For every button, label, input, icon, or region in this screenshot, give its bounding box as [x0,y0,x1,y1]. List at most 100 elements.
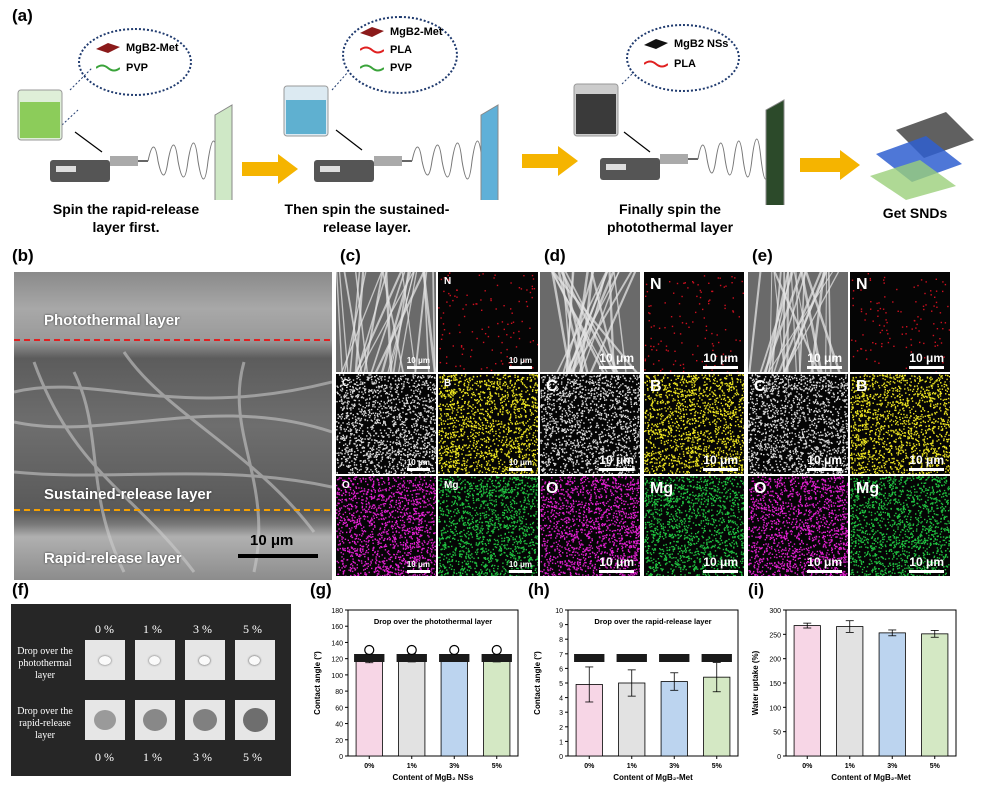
sem-scale-bar-label: 10 μm [250,532,294,549]
panel-label-d: (d) [544,246,566,265]
droplet-profile [449,644,460,656]
electrospinning-setup-3 [573,71,785,205]
droplet-substrate [701,654,732,662]
legend-label: MgB2 NSs [674,38,729,50]
x-tick-label: 0% [364,763,375,770]
x-axis-label: Content of MgB₂-Met [613,773,693,782]
y-axis-label: Water uptake (%) [751,650,760,715]
legend-item-pla: PLA [644,58,696,70]
panel-label-e: (e) [752,246,773,265]
y-tick-label: 250 [769,632,781,639]
eds-map-c: C 10 μm [540,374,640,474]
element-label: C [546,378,558,395]
element-label: Mg [856,480,880,497]
sem-cross-section-image: Photothermal layer Sustained-release lay… [14,272,332,580]
bar [483,659,511,757]
scale-bar: 10 μm [599,555,634,573]
sem-fiber-image: 10 μm [540,272,640,372]
sustained-release-layer-label: Sustained-release layer [44,486,212,503]
scale-bar: 10 μm [509,560,532,573]
caption-line: Finally spin the [619,201,721,217]
droplet-substrate [616,654,647,662]
legend-label: PVP [390,62,413,74]
legend-label: MgB2-Met [390,26,443,38]
droplet-substrate [396,654,427,662]
y-tick-label: 7 [559,652,563,659]
x-tick-label: 1% [407,763,418,770]
element-label: N [856,276,868,293]
droplet-substrate [439,654,470,662]
caption-line: Spin the rapid-release [52,201,200,217]
panel-label-a: (a) [12,6,33,25]
y-axis-label: Contact angle (°) [533,651,542,715]
legend-item-pla: PLA [360,44,412,56]
percent-label-bottom: 5 % [243,750,262,764]
photothermal-row-label: Drop over the photothermal layer [17,646,73,681]
element-label: O [546,480,559,497]
bar [793,625,821,757]
y-tick-label: 9 [559,623,563,630]
legend-item-mgb2-met: MgB2-Met [96,42,179,54]
electrospinning-setup-2 [283,71,499,200]
scale-bar: 10 μm [807,453,842,471]
x-tick-label: 3% [449,763,460,770]
y-tick-label: 40 [335,722,343,729]
photothermal-layer-label: Photothermal layer [44,312,180,329]
element-label: B [444,378,452,389]
step2-caption: Then spin the sustained- release layer. [252,200,482,236]
bar [355,657,383,757]
mgb2-nss-flake-icon [644,39,668,49]
scale-bar: 10 μm [909,453,944,471]
y-tick-label: 50 [773,730,781,737]
scale-bar: 10 μm [509,458,532,471]
element-label: O [342,480,350,491]
droplet-substrate [574,654,605,662]
x-tick-label: 5% [492,763,503,770]
legend-bubble-3 [626,24,740,92]
legend-label: PVP [126,62,149,74]
droplet-photo [85,700,125,740]
rapid-release-row-label: Drop over the rapid-release layer [17,706,73,741]
x-tick-label: 0% [584,763,595,770]
eds-map-b: B 10 μm [438,374,538,474]
scale-bar: 10 μm [407,356,430,369]
element-label: C [754,378,766,395]
sem-fiber-image: 10 μm [748,272,848,372]
scale-bar: 10 μm [599,453,634,471]
y-tick-label: 100 [331,673,343,680]
caption-line: release layer. [323,219,411,235]
panel-label-g: (g) [310,580,332,599]
x-tick-label: 1% [627,763,638,770]
y-tick-label: 10 [555,608,563,615]
scale-bar: 10 μm [407,458,430,471]
y-tick-label: 5 [559,681,563,688]
plot-frame [347,609,519,757]
legend-label: PLA [674,58,696,70]
y-tick-label: 180 [331,608,343,615]
element-label: O [754,480,767,497]
element-label: C [342,378,350,389]
y-tick-label: 1 [559,739,563,746]
element-label: N [650,276,662,293]
y-tick-label: 120 [331,657,343,664]
y-axis-label: Contact angle (°) [313,651,322,715]
scale-bar: 10 μm [509,356,532,369]
droplet-photo [185,700,225,740]
y-tick-label: 160 [331,624,343,631]
droplet-substrate [354,654,385,662]
eds-map-c: C 10 μm [336,374,436,474]
droplet-photo [235,640,275,680]
x-tick-label: 1% [845,763,856,770]
y-tick-label: 0 [559,754,563,761]
percent-label-bottom: 3 % [193,750,212,764]
panel-label-c: (c) [340,246,361,265]
percent-label-bottom: 0 % [95,750,114,764]
scale-bar: 10 μm [407,560,430,573]
y-tick-label: 80 [335,689,343,696]
